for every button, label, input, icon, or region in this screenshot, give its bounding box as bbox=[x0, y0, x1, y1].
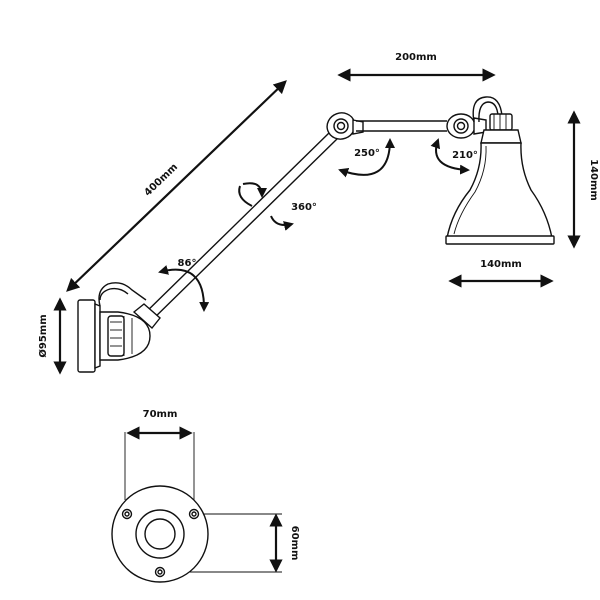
label-shade-width: 140mm bbox=[480, 259, 522, 270]
elbow-joint bbox=[326, 112, 364, 140]
base-cable bbox=[98, 282, 147, 307]
screw-hole-right bbox=[188, 508, 200, 520]
wall-plate bbox=[77, 299, 101, 373]
dimension-lines bbox=[53, 68, 581, 375]
label-rotation-head: 210° bbox=[452, 150, 478, 161]
label-base-diameter: Ø95mm bbox=[37, 314, 49, 357]
mount-plate-hub bbox=[144, 518, 176, 550]
upper-arm bbox=[356, 120, 447, 132]
label-rotation-arm: 360° bbox=[291, 202, 317, 213]
rotation-arm-arrow-back bbox=[238, 185, 253, 207]
label-rotation-elbow: 250° bbox=[354, 148, 380, 159]
rotation-elbow-arrow bbox=[338, 138, 395, 178]
rotation-arm-arrow-top bbox=[242, 182, 267, 198]
rotation-base-arrow bbox=[158, 265, 210, 312]
base-cable-inner bbox=[99, 287, 129, 301]
label-mount-height: 60mm bbox=[289, 526, 300, 561]
label-shade-height: 140mm bbox=[588, 159, 599, 201]
rotation-arrows bbox=[158, 138, 470, 312]
rotation-head-arrow bbox=[430, 138, 470, 175]
head-cable-inner bbox=[478, 101, 499, 123]
dim-arm-lower-line bbox=[66, 80, 287, 292]
lower-arm bbox=[132, 131, 339, 330]
lamp-side-view bbox=[77, 96, 555, 373]
rotation-arm-arrow-bottom bbox=[270, 215, 294, 231]
label-rotation-base: 86° bbox=[178, 258, 197, 269]
lamp-shade bbox=[445, 113, 555, 245]
label-arm-upper: 200mm bbox=[395, 52, 437, 63]
label-mount-width: 70mm bbox=[143, 409, 178, 420]
screw-hole-bottom bbox=[154, 566, 166, 578]
screw-hole-left bbox=[121, 508, 133, 520]
label-arm-lower: 400mm bbox=[142, 162, 180, 199]
head-cable bbox=[472, 96, 503, 123]
head-joint bbox=[446, 113, 487, 139]
base-socket bbox=[99, 311, 151, 361]
mounting-plate-view: 70mm 60mm bbox=[111, 409, 300, 583]
